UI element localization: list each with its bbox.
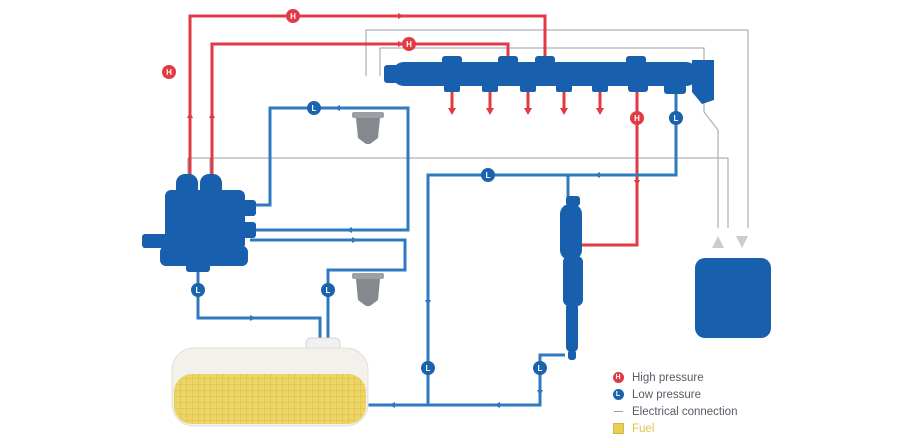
high-pressure-icon: H bbox=[612, 372, 624, 384]
svg-text:L: L bbox=[426, 364, 431, 373]
fuel-swatch-icon bbox=[612, 423, 624, 435]
lp-pump-return bbox=[196, 262, 322, 338]
lp-marker: L bbox=[321, 283, 335, 297]
ecu bbox=[695, 236, 771, 338]
low-pressure-icon: L bbox=[612, 389, 624, 401]
electrical-connections bbox=[187, 29, 749, 228]
legend-label: Electrical connection bbox=[632, 405, 738, 418]
hp-marker: H bbox=[402, 37, 416, 51]
legend-high-pressure: H High pressure bbox=[612, 369, 812, 386]
hp-flow-arrows bbox=[187, 13, 640, 186]
legend-fuel: Fuel bbox=[612, 420, 812, 437]
injector bbox=[560, 196, 583, 360]
svg-text:H: H bbox=[634, 114, 640, 123]
hp-marker: H bbox=[630, 111, 644, 125]
ecu-connector-right bbox=[736, 236, 748, 248]
lp-flow-arrows bbox=[250, 105, 600, 408]
svg-text:L: L bbox=[312, 104, 317, 113]
legend-electrical: Electrical connection bbox=[612, 403, 812, 420]
hp-line-outer bbox=[188, 14, 547, 176]
low-pressure-markers: L L L L L L L bbox=[191, 101, 683, 375]
legend-label: Low pressure bbox=[632, 388, 702, 401]
upper-filter bbox=[352, 112, 384, 144]
hp-marker: H bbox=[162, 65, 176, 79]
svg-text:L: L bbox=[674, 114, 679, 123]
lp-return-rail bbox=[366, 90, 678, 407]
legend: H High pressure L Low pressure Electrica… bbox=[612, 369, 812, 437]
lp-marker: L bbox=[533, 361, 547, 375]
svg-text:L: L bbox=[538, 364, 543, 373]
svg-text:H: H bbox=[290, 12, 296, 21]
lower-filter bbox=[352, 273, 384, 306]
legend-label: High pressure bbox=[632, 371, 704, 384]
legend-low-pressure: L Low pressure bbox=[612, 386, 812, 403]
ecu-connector-left bbox=[712, 236, 724, 248]
hp-marker: H bbox=[286, 9, 300, 23]
lp-marker: L bbox=[421, 361, 435, 375]
hp-stub-arrows bbox=[448, 108, 604, 115]
high-pressure-pump bbox=[142, 174, 256, 272]
lp-marker: L bbox=[481, 168, 495, 182]
hp-line-inner bbox=[210, 42, 510, 176]
ecu-wire-rail bbox=[365, 29, 749, 228]
high-pressure-lines bbox=[188, 14, 639, 247]
ecu-wire-injector bbox=[187, 157, 729, 228]
high-pressure-markers: H H H H bbox=[162, 9, 644, 125]
common-rail bbox=[384, 56, 714, 104]
hp-line-injector bbox=[580, 90, 639, 247]
lp-marker: L bbox=[307, 101, 321, 115]
lp-marker: L bbox=[191, 283, 205, 297]
svg-text:L: L bbox=[196, 286, 201, 295]
lp-filter-loop-top bbox=[250, 106, 410, 232]
fuel-tank bbox=[171, 337, 369, 427]
legend-label: Fuel bbox=[632, 422, 655, 435]
svg-text:L: L bbox=[486, 171, 491, 180]
lp-injector-return bbox=[428, 353, 565, 407]
svg-text:H: H bbox=[166, 68, 172, 77]
line-icon bbox=[612, 406, 624, 418]
lp-marker: L bbox=[669, 111, 683, 125]
svg-text:L: L bbox=[326, 286, 331, 295]
svg-text:H: H bbox=[406, 40, 412, 49]
